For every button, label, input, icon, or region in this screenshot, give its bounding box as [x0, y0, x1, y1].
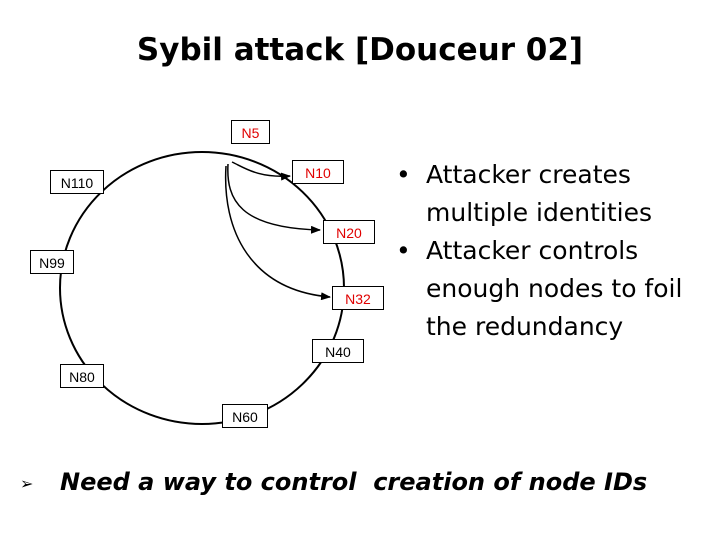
bullet-item: • Attacker controls enough nodes to foil…: [392, 232, 712, 346]
bullet-text: Attacker controls enough nodes to foil t…: [426, 236, 683, 341]
slide-title: Sybil attack [Douceur 02]: [136, 32, 584, 68]
footer-note: ➢ Need a way to control creation of node …: [20, 468, 710, 496]
bullet-item: • Attacker creates multiple identities: [392, 156, 712, 232]
bullet-icon: •: [396, 160, 411, 189]
node-n80: N80: [60, 364, 104, 388]
bullet-icon: •: [396, 236, 411, 265]
node-n40: N40: [312, 339, 364, 363]
node-n20: N20: [323, 220, 375, 244]
node-n10: N10: [292, 160, 344, 184]
bullet-list: • Attacker creates multiple identities •…: [392, 156, 712, 346]
node-n32: N32: [332, 286, 384, 310]
footer-text: Need a way to control creation of node I…: [60, 468, 648, 496]
arrow-to-n32: [224, 165, 331, 301]
arrow-to-n10: [231, 161, 291, 181]
node-n60: N60: [222, 404, 268, 428]
arrow-to-n20: [227, 163, 321, 234]
node-n99: N99: [30, 250, 74, 274]
node-n5: N5: [231, 120, 270, 144]
arrowhead-bullet-icon: ➢: [20, 473, 34, 493]
bullet-text: Attacker creates multiple identities: [426, 160, 652, 227]
node-n110: N110: [50, 170, 104, 194]
